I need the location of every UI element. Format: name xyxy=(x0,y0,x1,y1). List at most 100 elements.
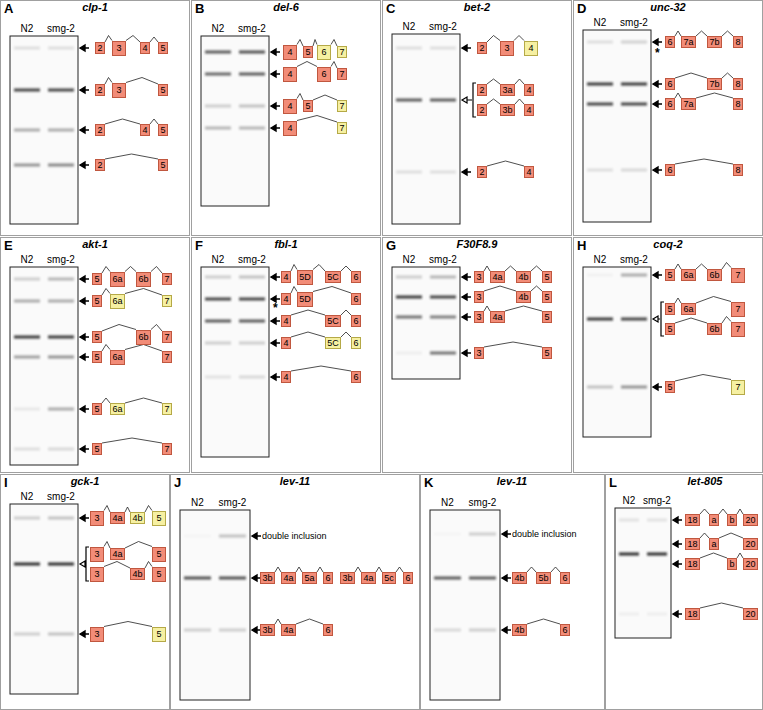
panel-border xyxy=(1,475,170,710)
exon-box: 3 xyxy=(474,311,484,323)
exon-box: a xyxy=(709,538,719,550)
gel-band xyxy=(430,275,456,278)
exon-box: 4b xyxy=(130,512,145,524)
band-pointer xyxy=(673,541,682,547)
exon-number: 4b xyxy=(514,625,524,635)
intron-line xyxy=(145,506,152,513)
exon-number: 4 xyxy=(287,46,292,59)
gel-band xyxy=(430,46,456,49)
exon-box: 6 xyxy=(317,67,331,82)
intron-line xyxy=(696,264,707,269)
exon-number: 5 xyxy=(160,160,165,170)
isoform-bracket xyxy=(80,547,89,581)
gene-name: fbl-1 xyxy=(274,238,297,251)
exon-box: 2 xyxy=(477,42,487,54)
exon-box: 7 xyxy=(337,68,347,80)
exon-box: 4a xyxy=(490,311,505,323)
panel-border xyxy=(383,238,572,473)
intron-line xyxy=(126,36,140,43)
gel-band xyxy=(621,168,647,171)
exon-number: 20 xyxy=(745,515,755,525)
intron-line xyxy=(105,36,112,43)
exon-number: 5 xyxy=(544,292,549,302)
intron-line xyxy=(296,619,323,624)
exon-box: 3 xyxy=(474,347,484,359)
exon-box: 4 xyxy=(281,315,291,327)
gel-image xyxy=(430,510,500,700)
exon-box: 5C xyxy=(325,271,341,283)
intron-line xyxy=(151,325,162,332)
gel-band xyxy=(239,72,265,75)
exon-box: 4a xyxy=(281,624,296,636)
band-pointer xyxy=(653,167,662,173)
gel-band xyxy=(430,315,456,318)
gel-band xyxy=(587,317,613,320)
gel-band xyxy=(469,628,496,631)
exon-number: 4 xyxy=(283,316,288,326)
intron-line xyxy=(515,79,524,84)
gel-band xyxy=(396,46,422,49)
band-pointer xyxy=(271,340,280,346)
gel-band xyxy=(48,299,74,302)
exon-box: 6 xyxy=(323,572,333,584)
gel-band xyxy=(430,295,456,298)
exon-number: 4a xyxy=(492,272,502,282)
gel-band xyxy=(621,385,647,388)
exon-number: 4 xyxy=(142,125,147,135)
intron-line xyxy=(722,263,731,270)
exon-number: 4 xyxy=(142,43,147,53)
exon-box: 6 xyxy=(323,624,333,636)
band-pointer xyxy=(462,169,471,175)
exon-number: 7 xyxy=(164,274,169,284)
gel-band xyxy=(205,375,231,378)
band-pointer xyxy=(80,354,89,360)
exon-number: 6b xyxy=(709,324,719,334)
exon-box: 7 xyxy=(162,443,172,455)
band-pointer xyxy=(462,45,471,51)
intron-line xyxy=(341,266,351,271)
exon-number: 5 xyxy=(667,270,672,280)
band-pointer xyxy=(462,274,471,280)
exon-box: 6 xyxy=(665,78,675,90)
exon-number: 2 xyxy=(479,167,484,177)
lane-label: N2 xyxy=(21,491,34,503)
exon-number: 5 xyxy=(160,43,165,53)
gel-band xyxy=(14,407,40,410)
lane-label: N2 xyxy=(623,495,636,507)
lane-label: N2 xyxy=(594,17,607,29)
gel-band xyxy=(14,88,40,91)
exon-number: 5 xyxy=(667,382,672,392)
gel-band xyxy=(587,40,613,43)
lane-label: N2 xyxy=(21,254,34,266)
exon-number: 4a xyxy=(283,625,293,635)
exon-number: 4b xyxy=(518,292,528,302)
panel-letter: B xyxy=(195,2,204,17)
exon-number: 18 xyxy=(687,515,697,525)
gel-band xyxy=(587,273,613,276)
exon-box: 3a xyxy=(500,84,515,96)
exon-number: 3a xyxy=(502,85,512,95)
intron-line xyxy=(105,78,112,85)
exon-box: 4b xyxy=(130,568,145,580)
gel-band xyxy=(48,447,74,450)
exon-box: 18 xyxy=(685,558,700,570)
band-pointer xyxy=(673,611,682,617)
exon-number: 4a xyxy=(112,549,122,559)
exon-box: 5D xyxy=(297,270,313,285)
intron-line xyxy=(150,37,158,42)
intron-line xyxy=(105,154,158,159)
exon-box: 5 xyxy=(152,627,166,642)
exon-number: 2 xyxy=(97,85,102,95)
exon-number: b xyxy=(729,515,734,525)
lane-label: N2 xyxy=(212,23,225,35)
exon-box: 5c xyxy=(382,572,396,584)
band-pointer xyxy=(271,103,280,109)
gene-name: lev-11 xyxy=(280,475,310,488)
gel-band xyxy=(219,576,246,579)
intron-line xyxy=(531,286,542,291)
exon-number: 5 xyxy=(94,352,99,362)
band-pointer xyxy=(271,274,280,280)
exon-box: 6 xyxy=(665,98,675,110)
exon-number: 18 xyxy=(687,539,697,549)
